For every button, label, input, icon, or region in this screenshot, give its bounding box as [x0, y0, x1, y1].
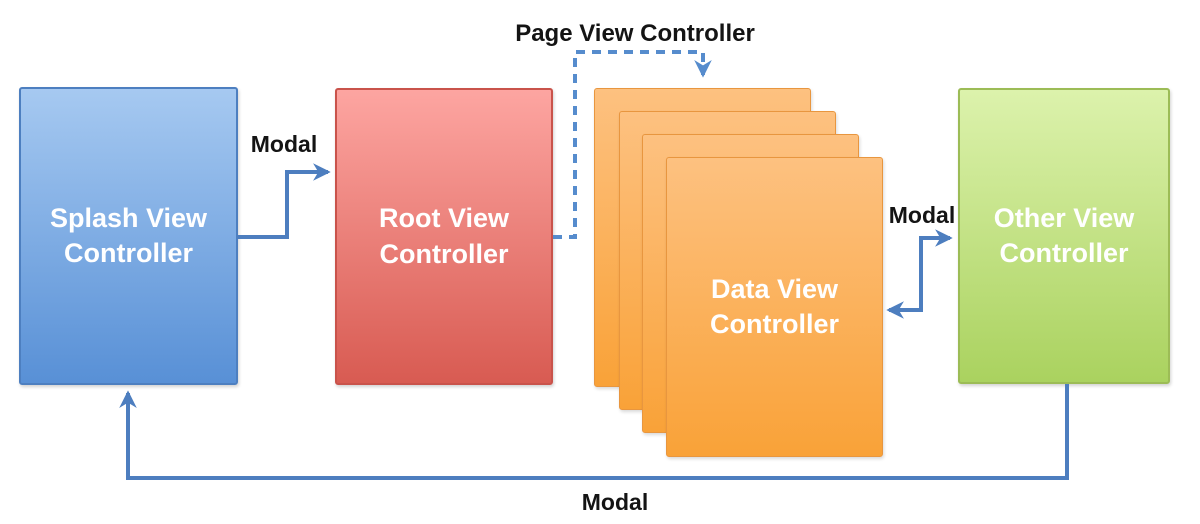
node-data-view-controller: Data View Controller: [666, 157, 883, 457]
node-label: Splash View Controller: [49, 202, 208, 268]
node-other-view-controller: Other View Controller: [958, 88, 1170, 384]
arrow-other-to-splash: [119, 384, 1069, 480]
node-label: Root View Controller: [378, 203, 510, 269]
node-label: Other View Controller: [993, 202, 1135, 268]
arrow-splash-to-root: [237, 163, 331, 239]
node-label: Data View Controller: [709, 273, 839, 339]
label-modal-splash-root: Modal: [250, 131, 318, 157]
arrow-data-other-bidirectional: [886, 229, 953, 319]
label-page-view-controller: Page View Controller: [515, 20, 755, 47]
label-modal-data-other: Modal: [888, 202, 956, 228]
node-root-view-controller: Root View Controller: [335, 88, 553, 385]
node-splash-view-controller: Splash View Controller: [19, 87, 238, 385]
label-modal-other-splash: Modal: [581, 489, 649, 515]
